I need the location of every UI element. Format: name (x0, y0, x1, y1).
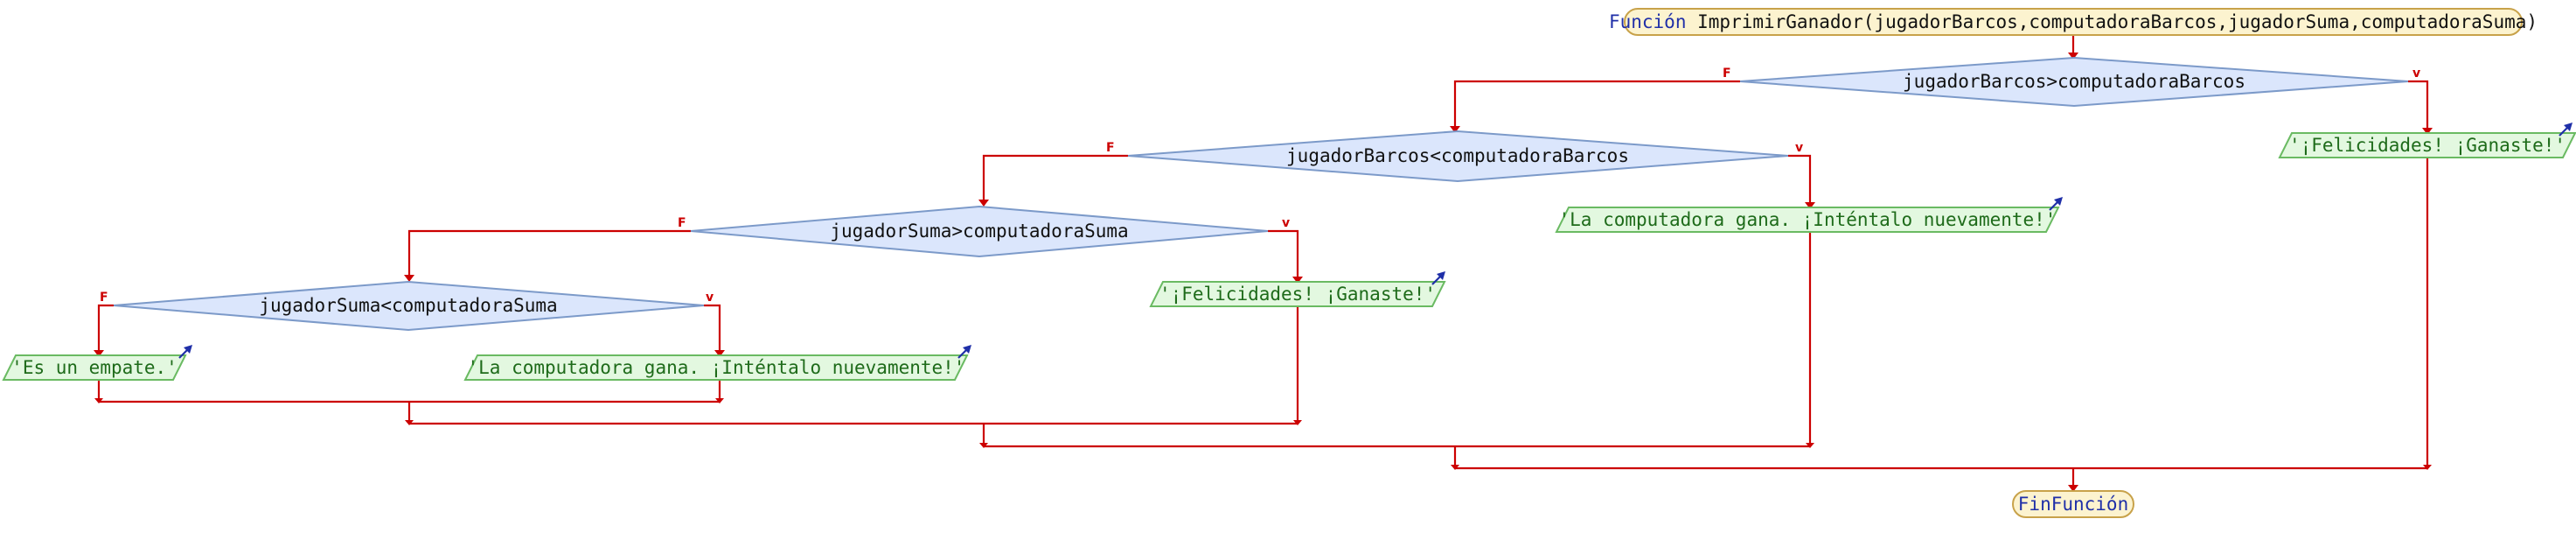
output-arrow-icon (2049, 197, 2063, 211)
start-keyword: Función (1609, 11, 1687, 32)
output-o4[interactable]: 'La computadora gana. ¡Inténtalo nuevame… (463, 345, 971, 381)
output-o5-text: 'Es un empate.' (11, 357, 178, 378)
svg-text:Función ImprimirGanador(jugado: Función ImprimirGanador(jugadorBarcos,co… (1609, 11, 2538, 32)
decision-d2-text: jugadorBarcos<computadoraBarcos (1286, 145, 1629, 166)
output-o3[interactable]: '¡Felicidades! ¡Ganaste!' (1149, 271, 1446, 307)
decision-d2[interactable]: jugadorBarcos<computadoraBarcos (1127, 130, 1789, 183)
start-terminal[interactable]: Función ImprimirGanador(jugadorBarcos,co… (1609, 8, 2538, 36)
decision-d4[interactable]: jugadorSuma<computadoraSuma (113, 280, 705, 332)
output-o4-text: 'La computadora gana. ¡Inténtalo nuevame… (468, 357, 965, 378)
d2-true-label: v (1795, 141, 1803, 155)
output-o2-text: 'La computadora gana. ¡Inténtalo nuevame… (1559, 209, 2057, 230)
end-keyword: FinFunción (2018, 494, 2128, 515)
decision-d4-text: jugadorSuma<computadoraSuma (259, 295, 557, 316)
output-arrow-icon (1431, 271, 1445, 285)
d1-false-label: F (1723, 67, 1731, 81)
d1-true-label: v (2412, 67, 2420, 81)
d4-false-label: F (100, 291, 108, 305)
decision-d1-text: jugadorBarcos>computadoraBarcos (1903, 71, 2245, 92)
output-o2[interactable]: 'La computadora gana. ¡Inténtalo nuevame… (1555, 197, 2063, 233)
output-o1-text: '¡Felicidades! ¡Ganaste!' (2289, 135, 2566, 156)
decision-d1[interactable]: jugadorBarcos>computadoraBarcos (1739, 56, 2409, 108)
connectors (97, 33, 2429, 490)
output-arrow-icon (178, 345, 192, 359)
branch-labels: v F v F v F v F (100, 67, 2420, 305)
d2-false-label: F (1106, 141, 1115, 155)
d4-true-label: v (706, 291, 714, 305)
decision-d3-text: jugadorSuma>computadoraSuma (830, 221, 1128, 242)
output-o1[interactable]: '¡Felicidades! ¡Ganaste!' (2278, 123, 2576, 158)
end-terminal[interactable]: FinFunción (2012, 490, 2134, 518)
d3-false-label: F (678, 216, 686, 230)
output-arrow-icon (957, 345, 971, 359)
decision-d3[interactable]: jugadorSuma>computadoraSuma (690, 205, 1269, 258)
output-o3-text: '¡Felicidades! ¡Ganaste!' (1159, 284, 1436, 305)
d3-true-label: v (1282, 216, 1290, 230)
output-o5[interactable]: 'Es un empate.' (2, 345, 192, 381)
start-signature: ImprimirGanador(jugadorBarcos,computador… (1697, 11, 2538, 32)
arrowheads (94, 53, 2433, 492)
output-arrow-icon (2559, 123, 2573, 137)
